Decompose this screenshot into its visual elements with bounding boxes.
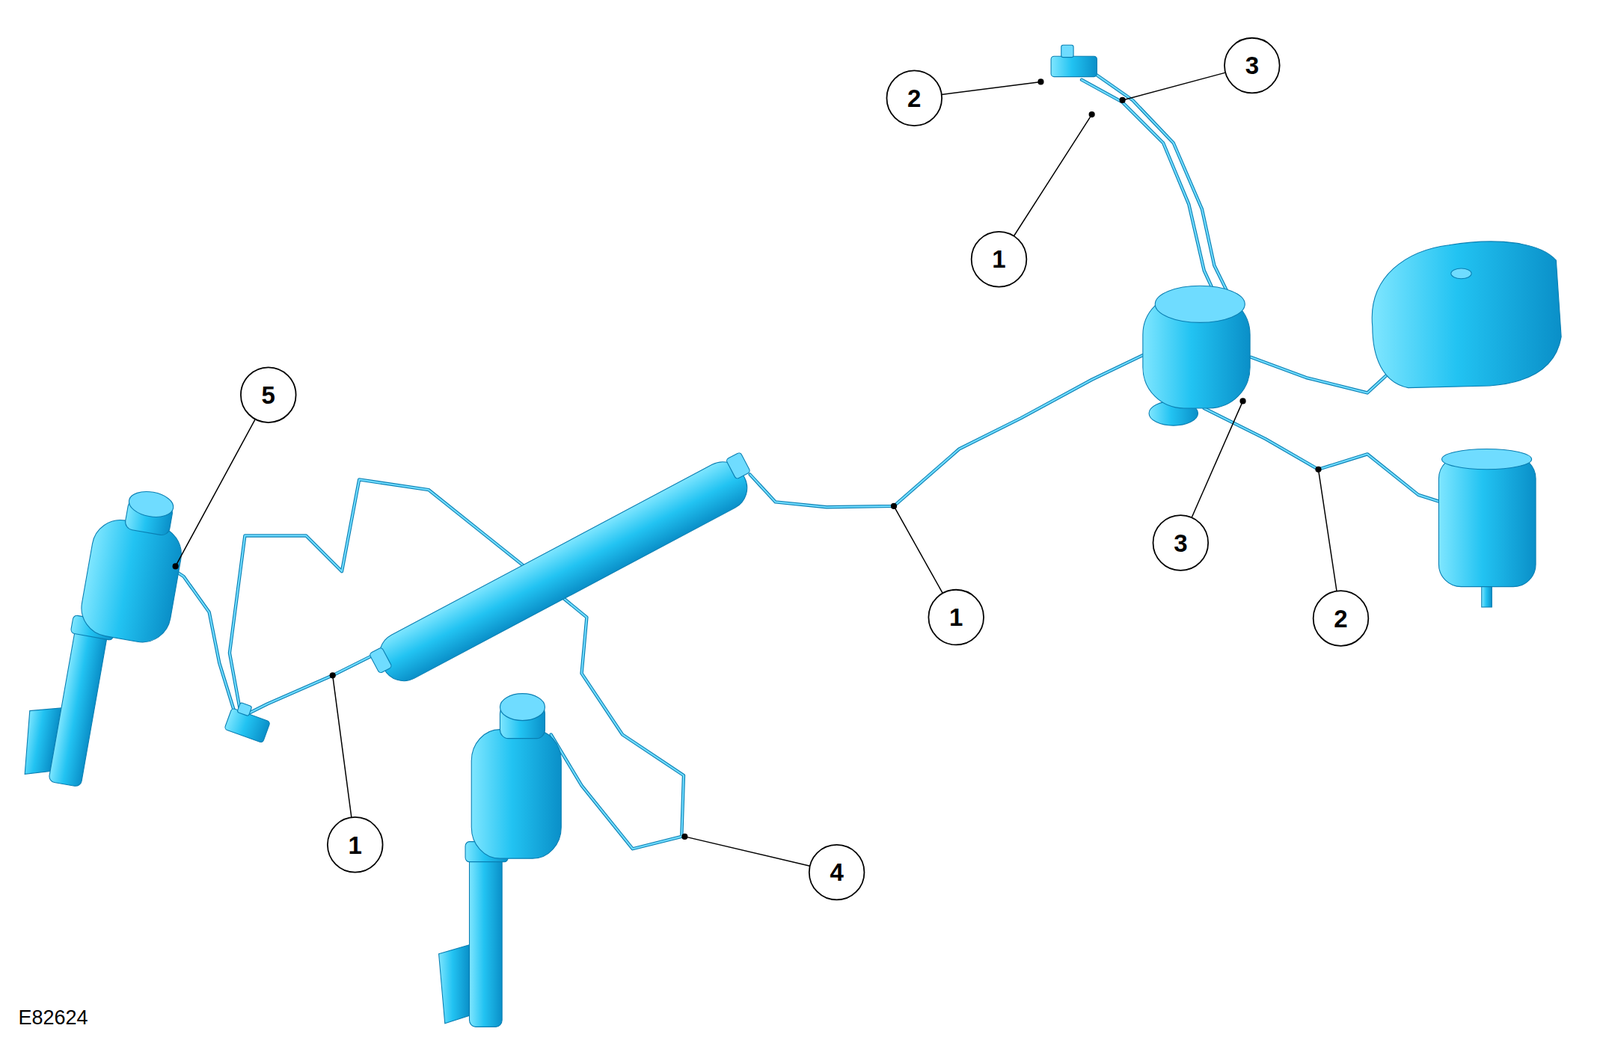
callout-circle <box>886 70 942 126</box>
callout-number: 1 <box>949 605 963 630</box>
leader-line <box>1191 400 1243 518</box>
leader-dot <box>1037 78 1044 85</box>
callout-circle <box>928 590 984 646</box>
callout-layer <box>172 38 1369 901</box>
rear-air-spring <box>1438 449 1536 608</box>
front-left-strut <box>17 477 192 798</box>
callout-number: 1 <box>348 832 363 858</box>
leader-line <box>175 419 256 567</box>
leader-dot <box>172 563 179 570</box>
leader-line <box>1013 114 1092 237</box>
callout-number: 3 <box>1245 53 1259 78</box>
callout-number: 2 <box>907 85 921 110</box>
leader-dot <box>1089 111 1096 118</box>
callout-number: 1 <box>991 246 1006 272</box>
front-valve-block <box>224 700 274 744</box>
callout-circle <box>327 817 383 873</box>
leader-line <box>1317 469 1337 592</box>
callout-number: 3 <box>1173 530 1188 556</box>
compressor <box>1142 285 1250 426</box>
leader-dot <box>681 834 688 841</box>
callout-number: 4 <box>829 860 844 885</box>
callout-number: 5 <box>261 382 276 407</box>
reservoir <box>366 450 763 692</box>
front-right-strut <box>439 694 562 1028</box>
leader-line <box>941 81 1042 95</box>
leader-line <box>893 506 943 594</box>
leader-dot <box>1315 466 1321 473</box>
callout-circle <box>1313 590 1369 647</box>
callout-circle <box>240 367 297 423</box>
air-pipes <box>163 71 1441 849</box>
callout-circle <box>1152 515 1209 571</box>
leader-dot <box>329 672 336 679</box>
leader-dot <box>1119 97 1126 104</box>
figure-reference: E82624 <box>18 1008 89 1029</box>
callout-circle <box>809 845 865 901</box>
callout-number: 2 <box>1333 605 1348 631</box>
leader-line <box>684 837 810 867</box>
leader-dot <box>1239 397 1246 404</box>
leader-line <box>1122 72 1226 101</box>
rear-valve-block <box>1050 44 1097 77</box>
leader-dot <box>890 503 897 510</box>
callout-circle <box>971 231 1028 288</box>
leader-line <box>332 675 352 818</box>
spare-wheel-housing <box>1371 241 1562 389</box>
callout-circle <box>1224 38 1280 94</box>
